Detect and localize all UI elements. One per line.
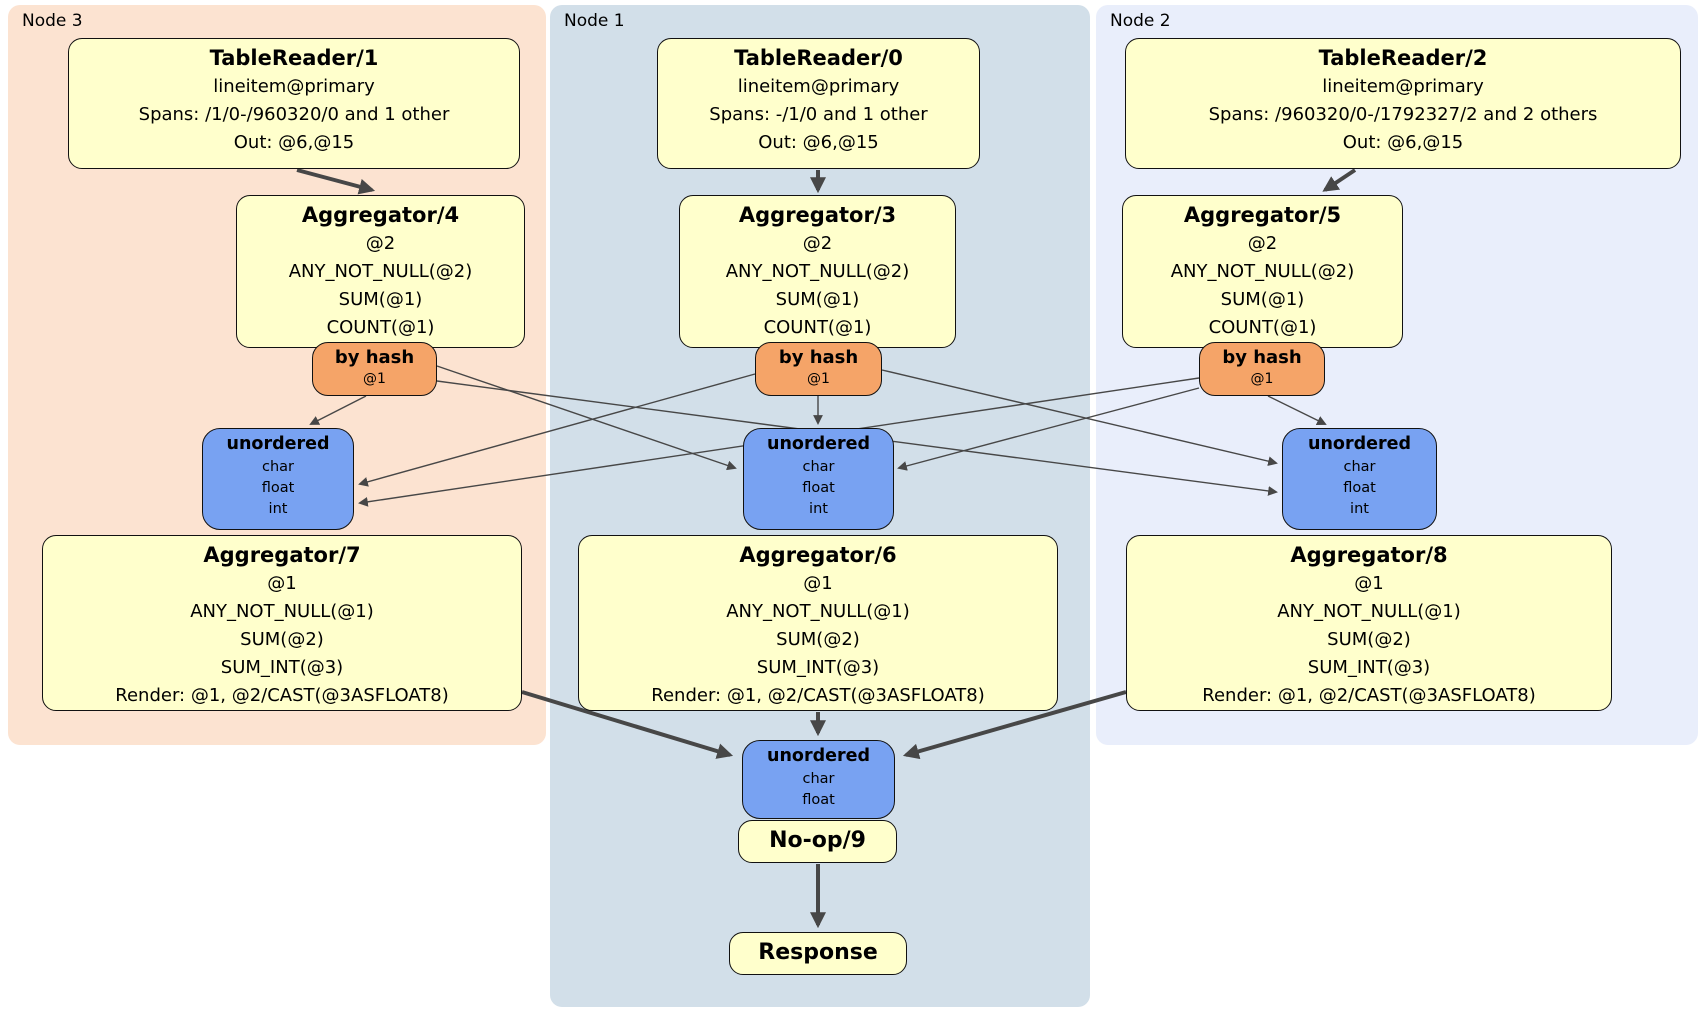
aggregator-4-title: Aggregator/4: [301, 203, 460, 227]
aggregator-8-group-cols: @1: [1354, 573, 1384, 594]
hash-router-node2: by hash @1: [1199, 342, 1325, 396]
sync-col-type: float: [261, 480, 295, 496]
aggregator-6-title: Aggregator/6: [739, 543, 897, 567]
hash-router-node3: by hash @1: [312, 342, 437, 396]
aggregator-3-node: Aggregator/3 @2 ANY_NOT_NULL(@2) SUM(@1)…: [679, 195, 956, 348]
aggregator-8-fn: SUM(@2): [1327, 629, 1411, 650]
tablereader-2-spans: Spans: /960320/0-/1792327/2 and 2 others: [1208, 104, 1598, 125]
sync-title: unordered: [226, 434, 330, 454]
tablereader-0-index: lineitem@primary: [737, 76, 900, 97]
aggregator-6-node: Aggregator/6 @1 ANY_NOT_NULL(@1) SUM(@2)…: [578, 535, 1058, 711]
tablereader-0-spans: Spans: -/1/0 and 1 other: [709, 104, 928, 125]
tablereader-1-index: lineitem@primary: [213, 76, 375, 97]
unordered-sync-final: unordered char float: [742, 740, 895, 819]
noop-9-node: No-op/9: [738, 820, 897, 863]
aggregator-8-fn: SUM_INT(@3): [1307, 657, 1431, 678]
aggregator-7-title: Aggregator/7: [203, 543, 361, 567]
sync-col-type: char: [802, 459, 835, 475]
aggregator-7-fn: ANY_NOT_NULL(@1): [190, 601, 374, 622]
aggregator-5-group-cols: @2: [1247, 233, 1278, 254]
aggregator-3-fn: COUNT(@1): [763, 317, 872, 338]
aggregator-5-fn: ANY_NOT_NULL(@2): [1170, 261, 1355, 282]
aggregator-5-node: Aggregator/5 @2 ANY_NOT_NULL(@2) SUM(@1)…: [1122, 195, 1403, 348]
aggregator-8-title: Aggregator/8: [1290, 543, 1448, 567]
aggregator-4-node: Aggregator/4 @2 ANY_NOT_NULL(@2) SUM(@1)…: [236, 195, 525, 348]
aggregator-4-fn: SUM(@1): [338, 289, 423, 310]
sync-col-type: int: [1350, 501, 1369, 517]
sync-title: unordered: [1308, 434, 1411, 454]
group-node-1-label: Node 1: [564, 11, 625, 31]
tablereader-1-spans: Spans: /1/0-/960320/0 and 1 other: [138, 104, 450, 125]
response-title: Response: [758, 940, 878, 965]
aggregator-8-fn: ANY_NOT_NULL(@1): [1277, 601, 1461, 622]
aggregator-7-fn: SUM(@2): [240, 629, 324, 650]
aggregator-6-fn: ANY_NOT_NULL(@1): [726, 601, 910, 622]
sync-col-type: int: [809, 501, 828, 517]
hash-router-cols: @1: [363, 371, 386, 387]
aggregator-3-fn: ANY_NOT_NULL(@2): [725, 261, 910, 282]
aggregator-5-fn: SUM(@1): [1220, 289, 1305, 310]
aggregator-3-fn: SUM(@1): [775, 289, 860, 310]
sync-title: unordered: [767, 434, 870, 454]
tablereader-0-out: Out: @6,@15: [758, 132, 879, 153]
aggregator-3-title: Aggregator/3: [738, 203, 897, 227]
unordered-sync-node1: unordered char float int: [743, 428, 894, 530]
aggregator-6-render: Render: @1, @2/CAST(@3ASFLOAT8): [651, 685, 985, 706]
hash-router-title: by hash: [778, 347, 859, 368]
aggregator-8-node: Aggregator/8 @1 ANY_NOT_NULL(@1) SUM(@2)…: [1126, 535, 1612, 711]
noop-9-title: No-op/9: [769, 828, 866, 853]
hash-router-title: by hash: [1222, 347, 1302, 368]
response-node: Response: [729, 932, 907, 975]
tablereader-0-node: TableReader/0 lineitem@primary Spans: -/…: [657, 38, 980, 169]
sync-col-type: char: [1343, 459, 1376, 475]
group-node-3-label: Node 3: [22, 11, 83, 31]
sync-col-type: float: [802, 480, 835, 496]
aggregator-6-fn: SUM(@2): [776, 629, 860, 650]
unordered-sync-node2: unordered char float int: [1282, 428, 1437, 530]
tablereader-2-index: lineitem@primary: [1322, 76, 1484, 97]
tablereader-1-title: TableReader/1: [209, 46, 379, 70]
aggregator-5-title: Aggregator/5: [1183, 203, 1342, 227]
tablereader-0-title: TableReader/0: [734, 46, 903, 70]
aggregator-5-fn: COUNT(@1): [1208, 317, 1317, 338]
hash-router-cols: @1: [807, 371, 830, 387]
aggregator-7-render: Render: @1, @2/CAST(@3ASFLOAT8): [115, 685, 449, 706]
sync-col-type: int: [268, 501, 288, 517]
tablereader-2-out: Out: @6,@15: [1342, 132, 1464, 153]
aggregator-4-group-cols: @2: [365, 233, 396, 254]
sync-col-type: float: [802, 792, 835, 808]
aggregator-4-fn: COUNT(@1): [326, 317, 435, 338]
aggregator-6-group-cols: @1: [803, 573, 833, 594]
sync-title: unordered: [767, 746, 870, 766]
tablereader-1-node: TableReader/1 lineitem@primary Spans: /1…: [68, 38, 520, 169]
tablereader-2-node: TableReader/2 lineitem@primary Spans: /9…: [1125, 38, 1681, 169]
hash-router-cols: @1: [1250, 371, 1274, 387]
sync-col-type: char: [261, 459, 294, 475]
aggregator-7-node: Aggregator/7 @1 ANY_NOT_NULL(@1) SUM(@2)…: [42, 535, 522, 711]
tablereader-2-title: TableReader/2: [1318, 46, 1488, 70]
aggregator-3-group-cols: @2: [802, 233, 833, 254]
hash-router-node1: by hash @1: [755, 342, 882, 396]
sync-col-type: float: [1343, 480, 1376, 496]
tablereader-1-out: Out: @6,@15: [233, 132, 355, 153]
aggregator-4-fn: ANY_NOT_NULL(@2): [288, 261, 473, 282]
unordered-sync-node3: unordered char float int: [202, 428, 354, 530]
aggregator-8-render: Render: @1, @2/CAST(@3ASFLOAT8): [1202, 685, 1536, 706]
sync-col-type: char: [802, 771, 835, 787]
aggregator-6-fn: SUM_INT(@3): [756, 657, 880, 678]
hash-router-title: by hash: [334, 347, 415, 368]
group-node-2-label: Node 2: [1110, 11, 1171, 31]
aggregator-7-fn: SUM_INT(@3): [220, 657, 344, 678]
aggregator-7-group-cols: @1: [267, 573, 297, 594]
